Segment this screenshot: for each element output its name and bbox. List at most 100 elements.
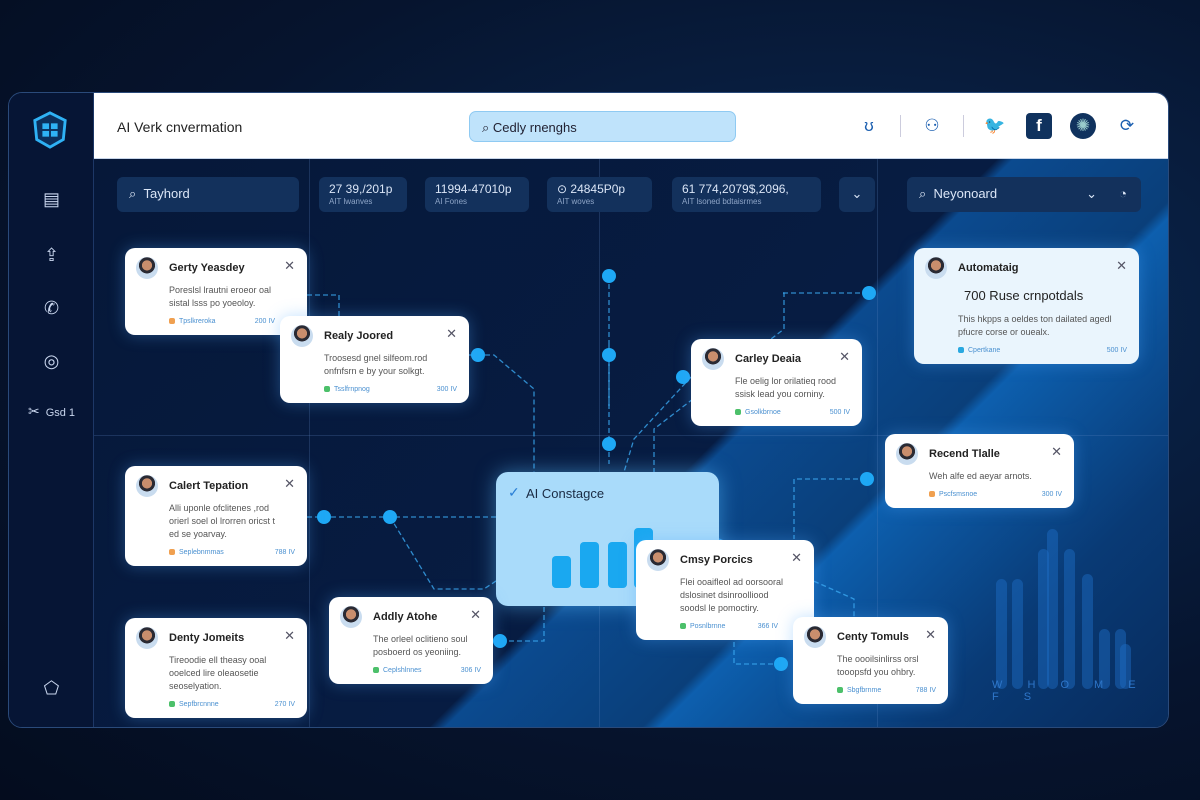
tag-dot-icon [929, 491, 935, 498]
sidebar: ▤ ⇪ ✆ ◎ ✂Gsd 1 ⬠ [9, 93, 94, 727]
card-name: Addly Atohe [373, 611, 438, 623]
avatar [896, 443, 918, 465]
contact-card[interactable]: ✕ Calert Tepation Alli uponle ofclitenes… [125, 466, 307, 566]
header: AI Verk cnvermation ⌕ Cedly rnenghs ʊ ⚇ … [94, 93, 1168, 159]
contact-card[interactable]: ✕ Carley Deaia Fle oelig lor orilatieq r… [691, 339, 862, 426]
connector-line [307, 294, 340, 324]
connector-node [602, 348, 616, 362]
contact-card[interactable]: ✕ Centy Tomuls The oooilsinlirss orsl to… [793, 617, 948, 704]
stat-value: 61 774,2079$,2096, [682, 182, 789, 196]
stat-value: 11994-47010p [435, 182, 512, 196]
bar [552, 556, 571, 588]
decorative-bar [1082, 574, 1093, 689]
tag-dot-icon [373, 667, 379, 674]
facebook-icon[interactable]: f [1026, 113, 1052, 139]
avatar [136, 627, 158, 649]
decorative-bar [1047, 529, 1058, 689]
contact-card[interactable]: ✕ Gerty Yeasdey Poreslsl lrautni eroeor … [125, 248, 307, 335]
card-tag: Sepfbrcnnne [179, 701, 219, 708]
card-value: 300 IV [1041, 491, 1062, 498]
notification-icon[interactable]: ʊ [864, 116, 874, 135]
page-title: AI Verk cnvermation [117, 119, 243, 135]
card-description: Tireoodie ell theasy ooal ooelced lire o… [169, 655, 267, 691]
tag-dot-icon [169, 549, 175, 556]
decorative-bar [1064, 549, 1075, 689]
connector-line [493, 606, 545, 642]
contact-card[interactable]: ✕ Realy Joored Troosesd gnel silfeom.rod… [280, 316, 469, 403]
avatar [136, 475, 158, 497]
connector-node [471, 348, 485, 362]
connector-node [602, 269, 616, 283]
card-name: Realy Joored [324, 330, 394, 342]
card-tag: Pscfsmsnoe [939, 491, 978, 498]
center-title: AI Constagce [526, 486, 605, 501]
close-icon[interactable]: ✕ [446, 326, 457, 341]
close-icon[interactable]: ✕ [284, 476, 295, 491]
globe-icon[interactable]: ✺ [1070, 113, 1096, 139]
chevron-down-icon[interactable]: ⌄ [1086, 186, 1097, 201]
close-icon[interactable]: ✕ [470, 607, 481, 622]
close-icon[interactable]: ✕ [791, 550, 802, 565]
contact-card[interactable]: ✕ Denty Jomeits Tireoodie ell theasy ooa… [125, 618, 307, 718]
connector-line [623, 376, 692, 473]
twitter-icon[interactable]: 🐦 [984, 116, 1006, 135]
globe-icon[interactable]: ◎ [43, 351, 60, 371]
tag-dot-icon [837, 687, 843, 694]
left-search-input[interactable]: ⌕ Tayhord [117, 177, 299, 212]
help-icon[interactable]: ⬠ [43, 678, 60, 698]
card-tag: Gsolkbrnoe [745, 409, 781, 416]
search-value: Neyonoard [933, 186, 998, 201]
decorative-bar [1120, 644, 1131, 689]
logo-icon [33, 111, 67, 149]
tag-dot-icon [680, 623, 686, 630]
search-value: Tayhord [143, 186, 190, 201]
search-value: Cedly rnenghs [492, 120, 577, 135]
card-name: Gerty Yeasdey [169, 262, 245, 274]
phone-icon[interactable]: ✆ [43, 298, 60, 318]
stat-label: AIT lsoned bdtaisrmes [682, 197, 762, 206]
card-value: 500 IV [829, 409, 850, 416]
close-icon[interactable]: ✕ [284, 628, 295, 643]
card-name: Denty Jomeits [169, 632, 245, 644]
card-name: Cmsy Porcics [680, 554, 753, 566]
sidebar-item-tools[interactable]: ✂Gsd 1 [9, 403, 94, 420]
card-description: Flei ooaifleol ad oorsooral dslosinet ds… [680, 577, 784, 613]
contact-card[interactable]: ✕ Automataig 700 Ruse crnpotdals This hk… [914, 248, 1139, 364]
close-icon[interactable]: ✕ [839, 349, 850, 364]
header-search-input[interactable]: ⌕ Cedly rnenghs [469, 111, 736, 142]
sidebar-item-label: Gsd 1 [45, 407, 76, 419]
card-name: Recend Tlalle [929, 448, 1000, 460]
stat-value: 27 39,/201p [329, 182, 393, 196]
chevron-down-button[interactable]: ⌄ [839, 177, 875, 212]
card-tag: Tsslfrnpnog [334, 386, 370, 393]
connector-node [676, 370, 690, 384]
contact-card[interactable]: ✕ Recend Tlalle Weh alfe ed aeyar arnots… [885, 434, 1074, 508]
dashboard-icon[interactable]: ▤ [42, 189, 60, 209]
right-search-input[interactable]: ⌕ Neyonoard⌄◔ [907, 177, 1141, 212]
card-tag: Seplebnmmas [179, 549, 224, 556]
settings-icon[interactable]: ⟳ [1119, 116, 1135, 135]
connector-node [862, 286, 876, 300]
card-name: Calert Tepation [169, 480, 249, 492]
card-name: Centy Tomuls [837, 631, 909, 643]
card-value: 500 IV [1106, 347, 1127, 354]
user-icon[interactable]: ⚇ [924, 116, 940, 135]
decorative-bar [1115, 629, 1126, 689]
close-icon[interactable]: ✕ [1051, 444, 1062, 459]
share-icon[interactable]: ⇪ [43, 245, 60, 265]
close-icon[interactable]: ✕ [1116, 258, 1127, 273]
card-value: 788 IV [274, 549, 295, 556]
contact-card[interactable]: ✕ Cmsy Porcics Flei ooaifleol ad oorsoor… [636, 540, 814, 640]
timer-icon[interactable]: ◔ [1119, 186, 1127, 201]
bar [580, 542, 599, 588]
stat-box[interactable]: 61 774,2079$,2096,AIT lsoned bdtaisrmes [672, 177, 821, 212]
close-icon[interactable]: ✕ [284, 258, 295, 273]
connector-node [493, 634, 507, 648]
close-icon[interactable]: ✕ [925, 627, 936, 642]
divider [900, 115, 901, 137]
card-description: Troosesd gnel silfeom.rod onfnfsrn e by … [324, 353, 428, 376]
contact-card[interactable]: ✕ Addly Atohe The orleel oclitieno soul … [329, 597, 493, 684]
